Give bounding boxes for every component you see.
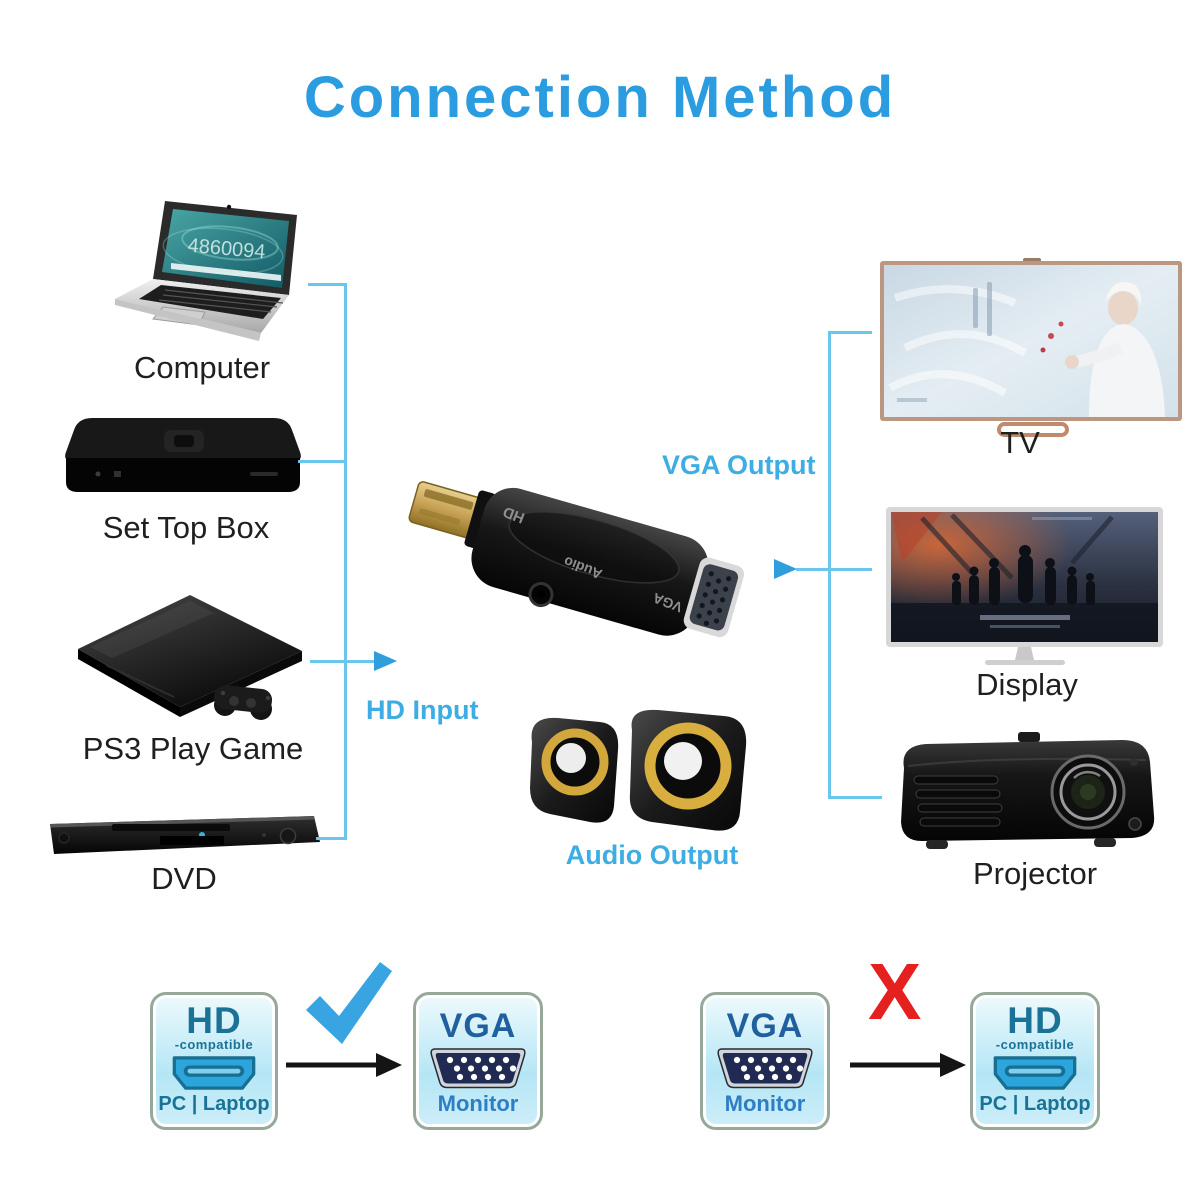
dvd-image: [42, 808, 327, 868]
hd-input-bus-line: [344, 283, 347, 840]
dvd-label: DVD: [151, 861, 217, 896]
x-mark: X: [868, 947, 922, 1036]
hd-input-arrow-line: [310, 660, 374, 663]
page-title: Connection Method: [303, 65, 897, 130]
ps3-illustration: [78, 595, 302, 720]
adapter-image: HD Audio VGA: [400, 458, 760, 663]
hd-badge-title: HD: [186, 1000, 242, 1041]
ps3-image: [62, 585, 317, 735]
vga-output-label: VGA Output: [662, 450, 816, 480]
set-top-box-connector-line: [298, 460, 344, 463]
hd-badge-subtitle: -compatible: [174, 1037, 254, 1052]
speakers-illustration: [530, 709, 747, 831]
hd-badge-subtitle-2: -compatible: [995, 1037, 1075, 1052]
tv-connector-line: [828, 331, 872, 334]
audio-output-label: Audio Output: [565, 840, 739, 870]
tv-image: [875, 258, 1190, 443]
tv-label: TV: [1000, 425, 1040, 460]
vga-connector-icon-2: [717, 1048, 813, 1089]
hd-input-label: HD Input: [366, 695, 479, 725]
vga-monitor-badge: VGA Monitor: [413, 992, 543, 1130]
dvd-connector-line: [316, 837, 344, 840]
laptop-illustration: 4860094: [115, 201, 297, 341]
projector-lens-icon: [1050, 754, 1126, 830]
vga-badge-title-2: VGA: [726, 1007, 804, 1045]
dvd-player-illustration: [50, 816, 320, 854]
vga-badge-title: VGA: [439, 1007, 517, 1045]
pc-laptop-caption: PC | Laptop: [158, 1093, 270, 1115]
set-top-box-illustration: [65, 418, 301, 492]
projector-illustration: [901, 732, 1155, 849]
vga-monitor-badge-2: VGA Monitor: [700, 992, 830, 1130]
hdmi-port-icon: [172, 1056, 256, 1090]
speakers-image: [512, 700, 777, 840]
hd-pc-laptop-badge: HD -compatible PC | Laptop: [150, 992, 278, 1130]
hd-input-arrowhead-icon: [374, 651, 397, 671]
ps3-label: PS3 Play Game: [82, 731, 304, 766]
monitor-caption-2: Monitor: [724, 1091, 806, 1116]
audio-jack-icon: [528, 582, 554, 608]
hdmi-to-vga-adapter-illustration: HD Audio VGA: [408, 481, 745, 638]
hd-pc-laptop-badge-2: HD -compatible PC | Laptop: [970, 992, 1100, 1130]
projector-connector-line: [828, 796, 882, 799]
computer-image: 4860094: [105, 195, 315, 355]
set-top-box-image: [58, 408, 308, 508]
monitor-caption: Monitor: [437, 1091, 519, 1116]
computer-connector-line: [308, 283, 344, 286]
vga-output-bus-line: [828, 331, 831, 799]
computer-label: Computer: [133, 350, 271, 385]
vga-output-arrowhead-icon: [774, 559, 797, 579]
set-top-box-label: Set Top Box: [102, 510, 270, 545]
pc-laptop-caption-2: PC | Laptop: [979, 1093, 1091, 1115]
vga-connector-icon: [430, 1048, 526, 1089]
display-label: Display: [976, 667, 1078, 702]
display-illustration: [886, 507, 1163, 665]
projector-image: [878, 728, 1166, 860]
vga-port-icon: [683, 557, 745, 638]
display-connector-line: [796, 568, 872, 571]
check-icon: [306, 962, 392, 1044]
arrow-right-icon: [286, 1053, 402, 1077]
display-image: [882, 503, 1167, 668]
hdmi-port-icon-2: [993, 1056, 1077, 1090]
adapter-hd-marking: HD: [501, 503, 527, 527]
hd-badge-title-2: HD: [1007, 1000, 1063, 1041]
projector-label: Projector: [972, 856, 1098, 891]
tv-illustration: [880, 258, 1182, 437]
arrow-right-icon-2: [850, 1053, 966, 1077]
